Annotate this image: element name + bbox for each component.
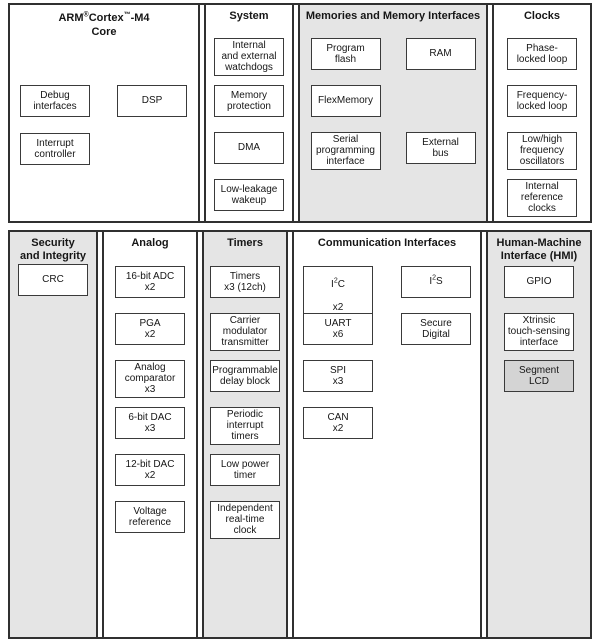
- panel-hmi: Human-Machine Interface (HMI) GPIO Xtrin…: [486, 232, 592, 637]
- block-carrier-modulator: Carrier modulator transmitter: [210, 313, 280, 351]
- block-analog-comparator: Analog comparator x3: [115, 360, 185, 398]
- block-dma: DMA: [214, 132, 284, 164]
- block-gpio: GPIO: [504, 266, 574, 298]
- header-analog: Analog: [131, 237, 169, 249]
- block-can: CAN x2: [303, 407, 373, 439]
- panel-clocks: Clocks Phase- locked loop Frequency- loc…: [492, 5, 592, 221]
- block-low-power-timer: Low power timer: [210, 454, 280, 486]
- panel-memories: Memories and Memory Interfaces Program f…: [298, 5, 488, 221]
- block-secure-digital: Secure Digital: [401, 313, 471, 345]
- block-touch-sensing: Xtrinsic touch-sensing interface: [504, 313, 574, 351]
- panel-analog: Analog 16-bit ADC x2 PGA x2 Analog compa…: [102, 232, 198, 637]
- block-program-flash: Program flash: [310, 38, 381, 70]
- block-i2s: I2S: [401, 266, 471, 298]
- header-hmi: Human-Machine Interface (HMI): [496, 237, 582, 262]
- header-timers: Timers: [227, 237, 263, 249]
- block-crc: CRC: [18, 264, 88, 296]
- block-debug-interfaces: Debug interfaces: [20, 85, 90, 117]
- block-ram: RAM: [405, 38, 476, 70]
- block-pll: Phase- locked loop: [507, 38, 577, 70]
- core-title: ARM®Cortex™-M4 Core: [10, 5, 198, 40]
- block-uart: UART x6: [303, 313, 373, 345]
- block-low-leakage-wakeup: Low-leakage wakeup: [214, 179, 284, 211]
- registered-mark: ®: [83, 11, 89, 19]
- block-periodic-interrupt-timers: Periodic interrupt timers: [210, 407, 280, 445]
- block-memory-protection: Memory protection: [214, 85, 284, 117]
- panel-timers: Timers Timers x3 (12ch) Carrier modulato…: [202, 232, 288, 637]
- block-12bit-dac: 12-bit DAC x2: [115, 454, 185, 486]
- block-independent-rtc: Independent real-time clock: [210, 501, 280, 539]
- core-title-line1: ARM®Cortex™-M4: [58, 11, 150, 24]
- header-clocks: Clocks: [523, 10, 561, 22]
- panel-arm-core: ARM®Cortex™-M4 Core Debug interfaces DSP…: [8, 5, 200, 221]
- block-external-bus: External bus: [405, 132, 476, 164]
- block-voltage-reference: Voltage reference: [115, 501, 185, 533]
- block-segment-lcd: Segment LCD: [504, 360, 574, 392]
- bottom-band: Security and Integrity CRC Analog 16-bit…: [8, 230, 592, 639]
- block-pga: PGA x2: [115, 313, 185, 345]
- top-band: ARM®Cortex™-M4 Core Debug interfaces DSP…: [8, 3, 592, 223]
- trademark-mark: ™: [123, 11, 131, 19]
- block-flexmemory: FlexMemory: [310, 85, 381, 117]
- panel-security: Security and Integrity CRC: [8, 232, 98, 637]
- core-title-line2: Core: [91, 25, 117, 38]
- block-watchdogs: Internal and external watchdogs: [214, 38, 284, 76]
- block-6bit-dac: 6-bit DAC x3: [115, 407, 185, 439]
- header-communication: Communication Interfaces: [317, 237, 457, 249]
- block-spi: SPI x3: [303, 360, 373, 392]
- header-memories: Memories and Memory Interfaces: [305, 10, 481, 22]
- block-programmable-delay: Programmable delay block: [210, 360, 280, 392]
- block-dsp: DSP: [117, 85, 187, 117]
- block-oscillators: Low/high frequency oscillators: [507, 132, 577, 170]
- block-interrupt-controller: Interrupt controller: [20, 133, 90, 165]
- panel-communication: Communication Interfaces I2C x2 I2S UART…: [292, 232, 482, 637]
- panel-system: System Internal and external watchdogs M…: [204, 5, 294, 221]
- block-fll: Frequency- locked loop: [507, 85, 577, 117]
- block-timers: Timers x3 (12ch): [210, 266, 280, 298]
- block-internal-reference-clocks: Internal reference clocks: [507, 179, 577, 217]
- block-16bit-adc: 16-bit ADC x2: [115, 266, 185, 298]
- block-serial-programming: Serial programming interface: [310, 132, 381, 170]
- header-system: System: [229, 10, 269, 22]
- header-security: Security and Integrity: [19, 237, 86, 262]
